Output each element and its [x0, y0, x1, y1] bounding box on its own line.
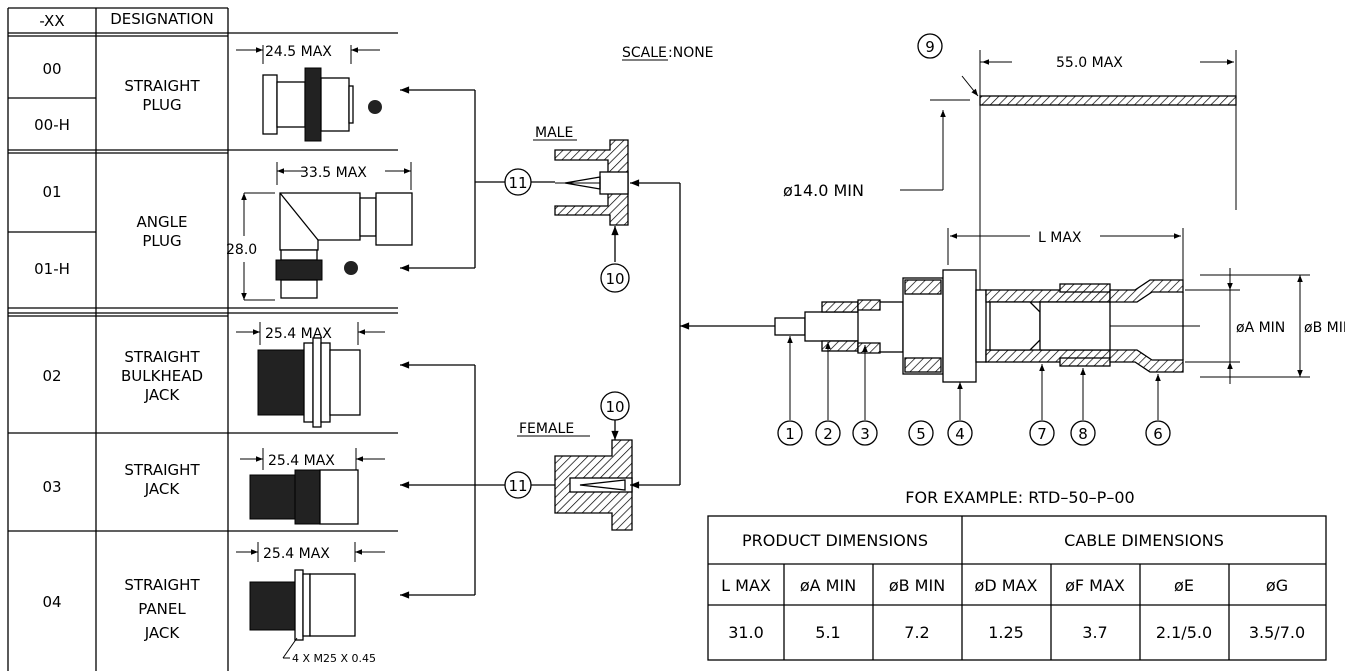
- connector-assembly: L MAX øA MIN øB MIN: [774, 75, 1345, 420]
- balloon-10-female: 10: [600, 391, 630, 421]
- spec-table: PRODUCT DIMENSIONS CABLE DIMENSIONS L MA…: [707, 515, 1327, 661]
- spec-header-l-max: L MAX: [721, 576, 771, 595]
- spec-value-l-max: 31.0: [728, 623, 764, 642]
- svg-text:11: 11: [508, 174, 527, 192]
- row-code-00: 00: [42, 60, 61, 78]
- spec-header-d-max: øD MAX: [975, 576, 1038, 595]
- thread-note: 4 X M25 X 0.45: [292, 652, 376, 665]
- row-code-04: 04: [42, 593, 61, 611]
- row-designation-00-l2: PLUG: [142, 96, 181, 114]
- bulkhead-jack-drawing: 25.4 MAX: [236, 322, 385, 428]
- male-label: MALE: [535, 125, 573, 141]
- row-designation-02-l3: JACK: [144, 386, 181, 404]
- table-header-designation: DESIGNATION: [110, 10, 214, 28]
- angle-plug-height-dim: 28.0: [226, 242, 257, 258]
- row-code-01: 01: [42, 183, 61, 201]
- dia-b-dim: øB MIN: [1304, 320, 1345, 336]
- row-code-01-h: 01-H: [34, 260, 70, 278]
- svg-text:1: 1: [785, 425, 795, 443]
- row-designation-02-l2: BULKHEAD: [121, 367, 203, 385]
- panel-jack-drawing: 25.4 MAX 4 X M25 X 0.45: [236, 542, 385, 665]
- balloon-5: 5: [908, 420, 934, 446]
- spec-header-e: øE: [1174, 576, 1194, 595]
- svg-text:10: 10: [605, 398, 624, 416]
- dia-a-dim: øA MIN: [1236, 320, 1285, 336]
- row-designation-04-l2: PANEL: [138, 600, 186, 618]
- row-designation-02: STRAIGHT: [124, 348, 200, 366]
- straight-jack-dim: 25.4 MAX: [268, 453, 335, 469]
- spec-header-f-max: øF MAX: [1065, 576, 1125, 595]
- row-designation-01-l2: PLUG: [142, 232, 181, 250]
- female-contact-drawing: FEMALE: [517, 420, 680, 531]
- straight-plug-drawing: 24.5 MAX: [236, 44, 382, 142]
- svg-text:7: 7: [1037, 425, 1047, 443]
- cable-min-dim: ø14.0 MIN: [783, 181, 864, 200]
- balloon-2: 2: [815, 420, 841, 446]
- spec-value-g: 3.5/7.0: [1249, 623, 1305, 642]
- row-designation-04: STRAIGHT: [124, 576, 200, 594]
- row-designation-00: STRAIGHT: [124, 77, 200, 95]
- row-code-00-h: 00-H: [34, 116, 70, 134]
- svg-text:6: 6: [1153, 425, 1163, 443]
- l-max-dim: L MAX: [1038, 230, 1082, 246]
- balloon-11-male: 11: [504, 168, 532, 196]
- spec-value-d-max: 1.25: [988, 623, 1024, 642]
- scale-label: SCALE: [622, 45, 667, 61]
- row-code-02: 02: [42, 367, 61, 385]
- balloon-6: 6: [1145, 420, 1171, 446]
- table-header-xx: -XX: [39, 12, 64, 30]
- row-designation-01: ANGLE: [137, 213, 188, 231]
- balloon-8: 8: [1070, 420, 1096, 446]
- row-designation-04-l3: JACK: [144, 624, 181, 642]
- row-designation-03-l2: JACK: [144, 480, 181, 498]
- svg-text:11: 11: [508, 477, 527, 495]
- angle-plug-drawing: 33.5 MAX 28.0: [226, 162, 413, 301]
- spec-header-b-min: øB MIN: [889, 576, 945, 595]
- balloon-7: 7: [1029, 420, 1055, 446]
- svg-text:2: 2: [823, 425, 833, 443]
- spec-header-g: øG: [1266, 576, 1288, 595]
- example-label: FOR EXAMPLE: RTD–50–P–00: [905, 488, 1134, 507]
- row-designation-03: STRAIGHT: [124, 461, 200, 479]
- spec-value-f-max: 3.7: [1082, 623, 1107, 642]
- straight-jack-drawing: 25.4 MAX: [240, 448, 385, 525]
- male-contact-drawing: MALE: [533, 125, 775, 485]
- svg-text:5: 5: [916, 425, 926, 443]
- spec-group-product: PRODUCT DIMENSIONS: [742, 531, 928, 550]
- spec-value-e: 2.1/5.0: [1156, 623, 1212, 642]
- spec-header-a-min: øA MIN: [800, 576, 856, 595]
- cable-drawing: 55.0 MAX ø14.0 MIN: [783, 50, 1237, 315]
- cable-length-dim: 55.0 MAX: [1056, 55, 1123, 71]
- designation-table: -XX DESIGNATION 00 00-H STRAIGHT PLUG 01…: [7, 7, 398, 671]
- svg-text:8: 8: [1078, 425, 1088, 443]
- leader-lines-left: [399, 86, 505, 599]
- bulkhead-jack-dim: 25.4 MAX: [265, 326, 332, 342]
- female-label: FEMALE: [519, 421, 574, 437]
- balloon-10-male: 10: [600, 263, 630, 293]
- spec-group-cable: CABLE DIMENSIONS: [1064, 531, 1224, 550]
- svg-text:4: 4: [955, 425, 965, 443]
- angle-plug-dim: 33.5 MAX: [300, 165, 367, 181]
- svg-text:9: 9: [925, 38, 935, 56]
- balloon-4: 4: [947, 420, 973, 446]
- row-code-03: 03: [42, 478, 61, 496]
- spec-value-b-min: 7.2: [904, 623, 929, 642]
- straight-plug-dim: 24.5 MAX: [265, 44, 332, 60]
- balloon-9: 9: [917, 33, 943, 59]
- balloons: 1 2 3 5 4 7 8 6 9 10 10 11 11: [504, 33, 1171, 499]
- panel-jack-dim: 25.4 MAX: [263, 546, 330, 562]
- svg-text:10: 10: [605, 270, 624, 288]
- balloon-1: 1: [777, 420, 803, 446]
- scale-value: :NONE: [668, 45, 714, 61]
- svg-text:3: 3: [860, 425, 870, 443]
- balloon-11-female: 11: [504, 471, 532, 499]
- spec-value-a-min: 5.1: [815, 623, 840, 642]
- balloon-3: 3: [852, 420, 878, 446]
